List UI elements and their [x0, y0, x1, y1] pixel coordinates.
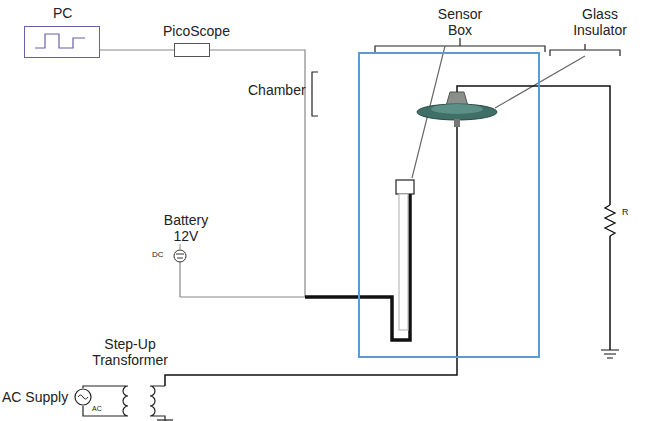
- insulator-bracket: [550, 44, 620, 56]
- insulator-leader: [495, 56, 585, 108]
- battery-wire: [180, 244, 181, 250]
- sensor-label: Sensor Box: [430, 6, 490, 38]
- ground-symbol: [601, 350, 619, 358]
- pc-box: PC: [24, 26, 100, 58]
- battery-label: Battery 12V: [160, 212, 212, 244]
- hv-wire: [457, 86, 610, 205]
- ac-wave: [78, 395, 88, 399]
- chamber-bracket: [312, 72, 318, 116]
- resistor-wire: [609, 236, 611, 350]
- chamber-box: Chamber: [358, 52, 540, 358]
- battery-symbol: [174, 250, 186, 262]
- dc-label: DC: [152, 250, 164, 260]
- node-label: PicoScope: [163, 23, 230, 39]
- sensor-box: [396, 180, 414, 194]
- node-label: PC: [53, 5, 72, 21]
- node-label: Chamber: [248, 82, 306, 98]
- ac-source: [75, 389, 91, 405]
- ac-supply-label: AC Supply: [2, 389, 72, 405]
- connector: [100, 50, 174, 51]
- pc-wave: [35, 34, 85, 48]
- insulator-label: Glass Insulator: [560, 6, 640, 38]
- transformer-label: Step-Up Transformer: [88, 336, 172, 368]
- sensor-probe: [399, 194, 408, 330]
- battery-wire: [179, 262, 180, 297]
- scope-box: PicoScope: [174, 43, 210, 57]
- sensor-bracket: [375, 38, 545, 52]
- resistor-label: R: [622, 207, 629, 218]
- transformer-symbol: [83, 386, 173, 421]
- battery-wire: [180, 296, 305, 297]
- battery-plates: [176, 254, 184, 258]
- glass-insulator: [417, 92, 497, 127]
- hv-wire: [165, 127, 457, 386]
- ac-label: AC: [92, 404, 102, 413]
- signal-wire: [210, 50, 305, 297]
- resistor-symbol: [605, 205, 615, 236]
